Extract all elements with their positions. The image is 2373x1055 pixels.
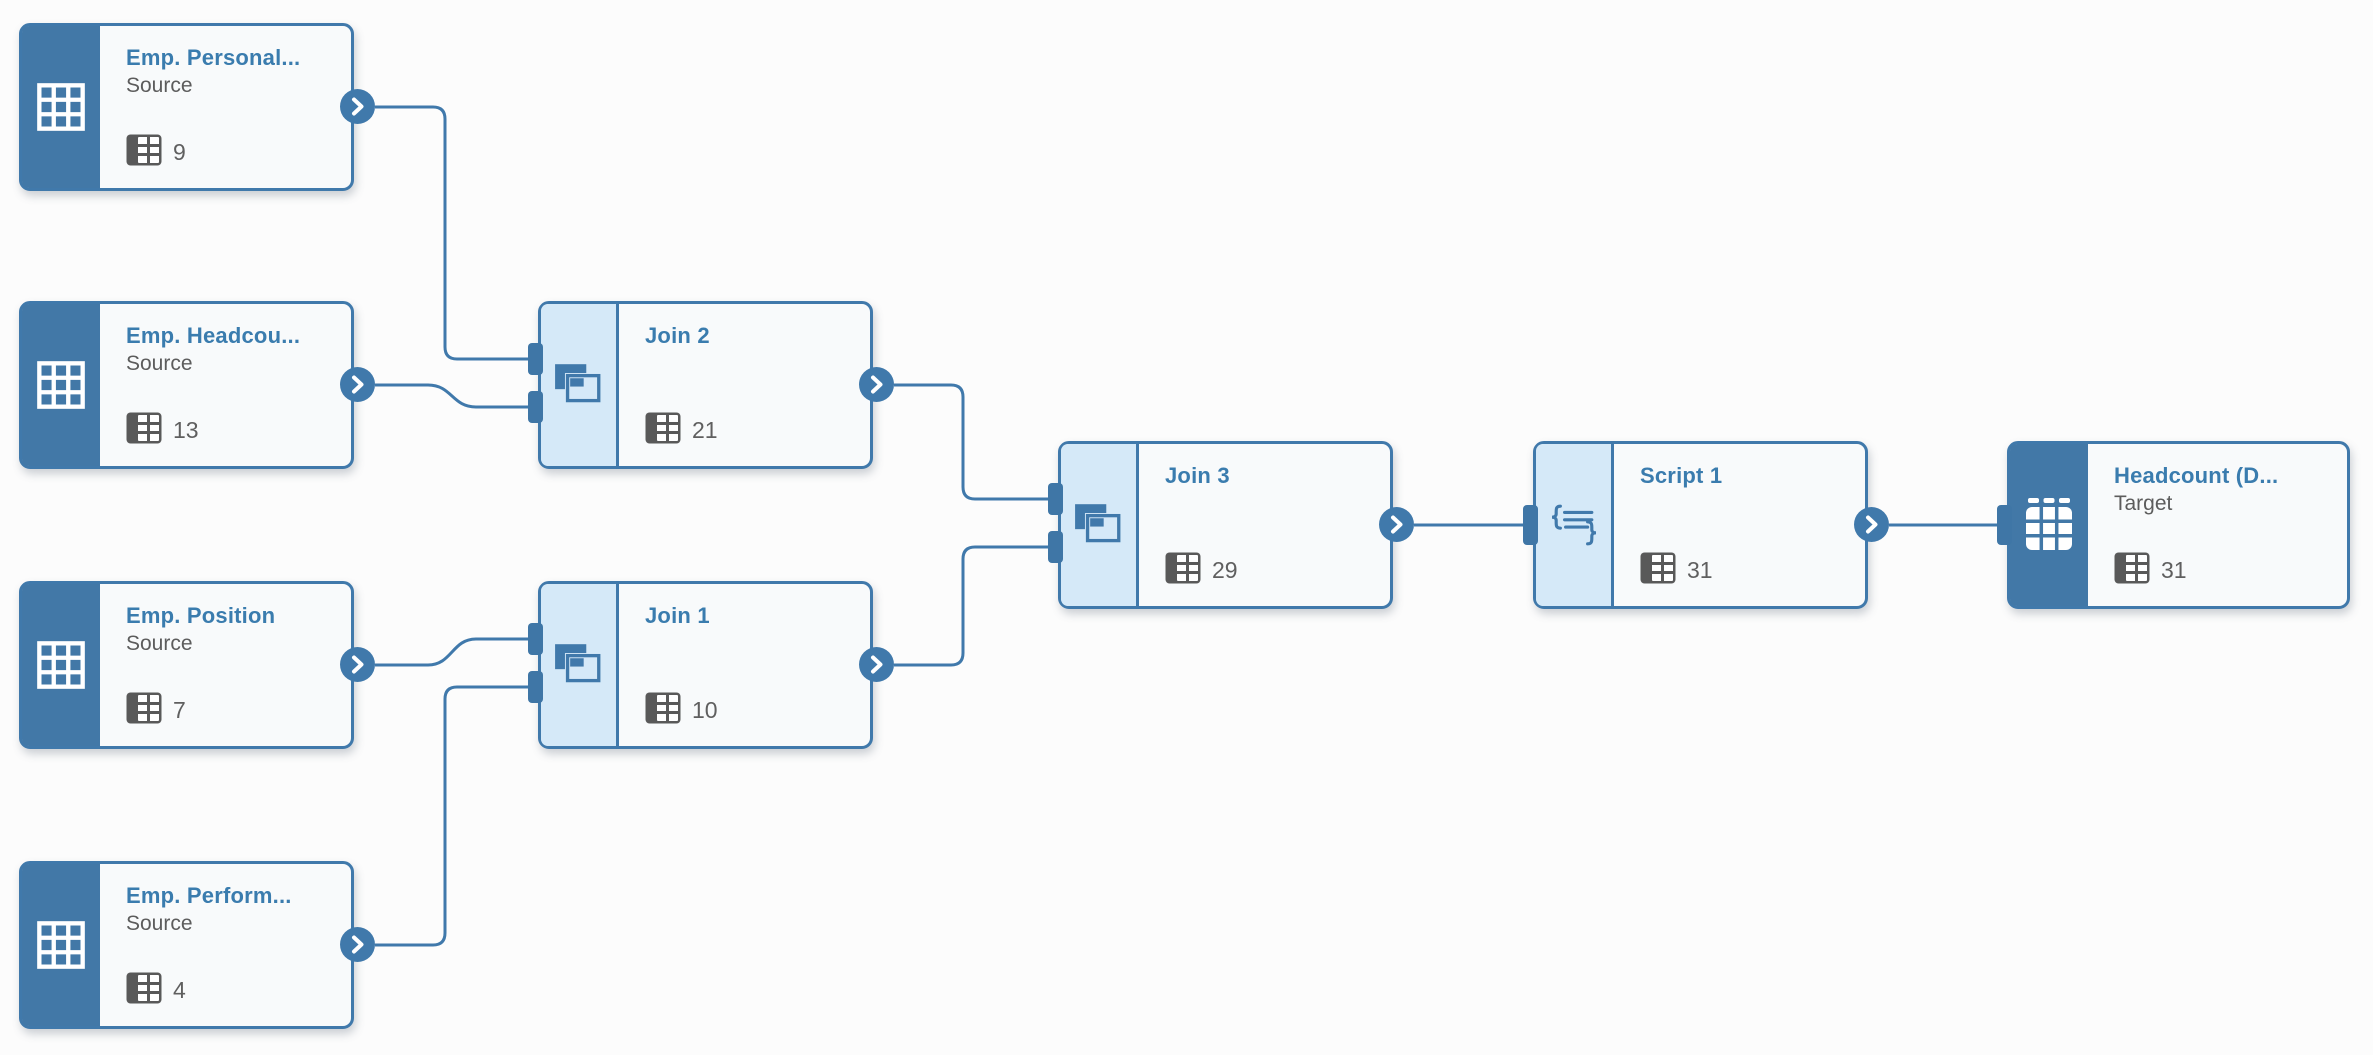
table-grid-icon: [22, 26, 100, 188]
table-grid-icon: [22, 584, 100, 746]
connection-join2-join3[interactable]: [894, 383, 1050, 501]
record-count: 10: [692, 697, 718, 723]
node-join-3[interactable]: Join 3 29: [1048, 441, 1414, 609]
record-count: 21: [692, 417, 718, 443]
join-icon: [541, 304, 619, 466]
node-title: Emp. Personal...: [126, 45, 301, 70]
node-emp-performance[interactable]: Emp. Perform... Source 4: [19, 861, 375, 1029]
record-count: 13: [173, 417, 199, 443]
output-connector[interactable]: [340, 89, 375, 124]
join-icon: [1061, 444, 1139, 606]
output-connector[interactable]: [1854, 507, 1889, 542]
connection-join1-join3[interactable]: [894, 545, 1050, 667]
chevron-right-icon: [871, 375, 883, 394]
output-connector[interactable]: [1379, 507, 1414, 542]
output-connector[interactable]: [340, 927, 375, 962]
node-script-1[interactable]: Script 1 31: [1523, 441, 1889, 609]
input-port-1[interactable]: [1523, 505, 1538, 545]
chevron-right-icon: [352, 655, 364, 674]
record-count: 31: [1687, 557, 1713, 583]
chevron-right-icon: [352, 375, 364, 394]
node-subtitle: Source: [126, 352, 193, 376]
table-grid-icon: [22, 304, 100, 466]
input-port-1[interactable]: [528, 623, 543, 655]
node-title: Join 3: [1165, 463, 1230, 488]
node-title: Script 1: [1640, 463, 1723, 488]
record-count-icon: [645, 412, 681, 449]
chevron-right-icon: [1866, 515, 1878, 534]
input-port-1[interactable]: [528, 343, 543, 375]
node-title: Join 2: [645, 323, 710, 348]
record-count-icon: [126, 134, 162, 171]
record-count-icon: [1165, 552, 1201, 589]
node-subtitle: Source: [126, 632, 193, 656]
output-connector[interactable]: [340, 647, 375, 682]
node-join-1[interactable]: Join 1 10: [528, 581, 894, 749]
record-count: 31: [2161, 557, 2187, 583]
table-target-icon: [2010, 444, 2088, 606]
join-icon: [541, 584, 619, 746]
node-title: Emp. Headcou...: [126, 323, 301, 348]
node-emp-position[interactable]: Emp. Position Source 7: [19, 581, 375, 749]
node-title: Emp. Perform...: [126, 883, 292, 908]
input-port-1[interactable]: [1048, 483, 1063, 515]
node-subtitle: Source: [126, 912, 193, 936]
node-join-2[interactable]: Join 2 21: [528, 301, 894, 469]
chevron-right-icon: [352, 935, 364, 954]
record-count-icon: [645, 692, 681, 729]
node-title: Headcount (D...: [2114, 463, 2279, 488]
output-connector[interactable]: [340, 367, 375, 402]
record-count: 7: [173, 697, 186, 723]
node-title: Join 1: [645, 603, 710, 628]
node-emp-personal[interactable]: Emp. Personal... Source 9: [19, 23, 375, 191]
record-count-icon: [126, 412, 162, 449]
connection-emp-personal-join2[interactable]: [375, 105, 530, 361]
record-count-icon: [2114, 552, 2150, 589]
node-title: Emp. Position: [126, 603, 276, 628]
record-count-icon: [126, 692, 162, 729]
table-grid-icon: [22, 864, 100, 1026]
input-port-1[interactable]: [1997, 505, 2012, 545]
chevron-right-icon: [871, 655, 883, 674]
input-port-2[interactable]: [1048, 531, 1063, 563]
record-count-icon: [126, 972, 162, 1009]
node-emp-headcount[interactable]: Emp. Headcou... Source 13: [19, 301, 375, 469]
record-count-icon: [1640, 552, 1676, 589]
connection-emp-position-join1[interactable]: [375, 637, 530, 667]
output-connector[interactable]: [859, 367, 894, 402]
chevron-right-icon: [1391, 515, 1403, 534]
connection-emp-performance-join1[interactable]: [375, 685, 530, 947]
script-icon: [1536, 444, 1614, 606]
record-count: 9: [173, 139, 186, 165]
node-subtitle: Target: [2114, 492, 2173, 516]
node-headcount-target[interactable]: Headcount (D... Target 31: [1997, 441, 2350, 609]
output-connector[interactable]: [859, 647, 894, 682]
input-port-2[interactable]: [528, 391, 543, 423]
record-count: 4: [173, 977, 186, 1003]
chevron-right-icon: [352, 97, 364, 116]
input-port-2[interactable]: [528, 671, 543, 703]
node-subtitle: Source: [126, 74, 193, 98]
record-count: 29: [1212, 557, 1238, 583]
connection-emp-headcount-join2[interactable]: [375, 383, 530, 409]
